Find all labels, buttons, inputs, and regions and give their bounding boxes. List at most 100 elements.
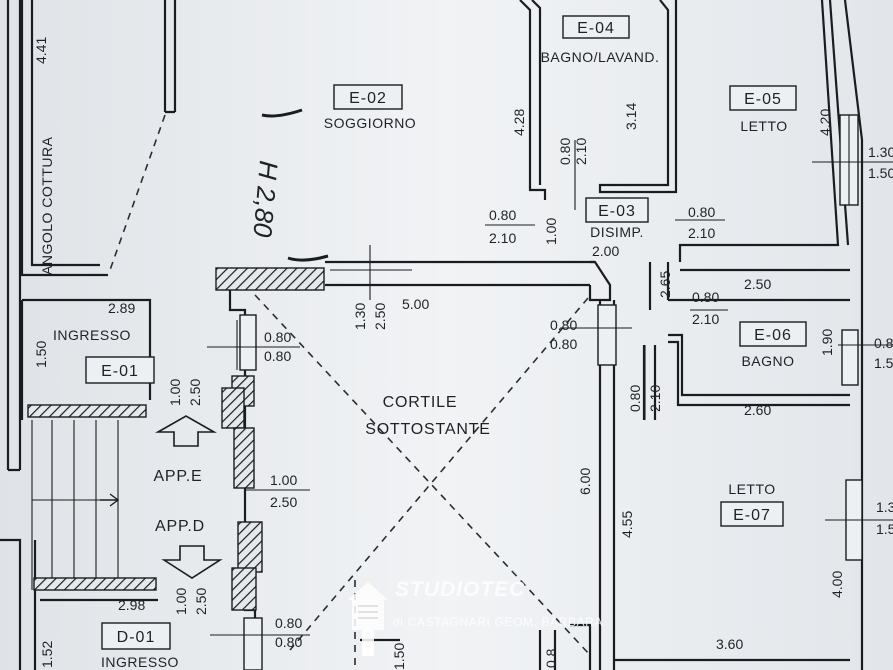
dim-sogg-window-w: 1.30 [352, 303, 368, 330]
room-code-box [585, 197, 649, 223]
studiotec-watermark: STUDIOTEC di CASTAGNARI GEOM. BARBARA [348, 578, 603, 656]
dim-600: 6.00 [577, 468, 593, 495]
dim-sogg-window-h: 2.50 [372, 303, 388, 330]
dim-e07-door-w: 0.80 [627, 385, 643, 412]
room-e01: INGRESSO E-01 [53, 327, 155, 384]
room-code-box [101, 622, 171, 650]
room-name: BAGNO [741, 353, 794, 369]
dimensions: 4.41 4.28 3.14 4.20 0.80 2.10 1.30 1.50 … [33, 37, 893, 670]
dim-window-b-w: 0.80 [550, 317, 577, 333]
room-name: BAGNO/LAVAND. [541, 49, 660, 65]
dim-mid-window-h: 2.50 [270, 494, 297, 510]
watermark-brand: STUDIOTEC [395, 578, 525, 601]
room-code-box [729, 85, 797, 111]
dim-190: 1.90 [819, 329, 835, 356]
dim-e07-door-h: 2.10 [647, 385, 663, 412]
dim-420: 4.20 [817, 109, 833, 136]
app-d-label: APP.D [155, 518, 205, 535]
app-e-label: APP.E [153, 468, 202, 485]
dim-260: 2.60 [744, 402, 771, 418]
entry-arrow-app-e [154, 415, 218, 447]
dim-window-c-w: 0.80 [275, 615, 302, 631]
room-name: LETTO [740, 118, 787, 134]
dim-mid-window-w: 1.00 [270, 472, 297, 488]
dim-app-d-door-w: 1.00 [173, 588, 189, 615]
dim-app-d-door-h: 2.50 [193, 588, 209, 615]
dim-window-a-w: 0.80 [264, 329, 291, 345]
courtyard-label: CORTILE [383, 394, 458, 411]
room-name: SOGGIORNO [324, 115, 416, 131]
room-name: DISIMP. [590, 224, 644, 240]
dim-app-e-door-h: 2.50 [187, 379, 203, 406]
room-code-box [562, 15, 630, 39]
dim-dis-door-w: 0.80 [688, 204, 715, 220]
room-code: D-01 [117, 629, 156, 646]
dim-265: 2.65 [657, 271, 673, 298]
dim-200: 2.00 [592, 243, 619, 259]
dim-letto-window-w: 1.30 [868, 144, 893, 160]
entry-arrow-app-d [161, 545, 223, 579]
dim-bagno-window-w: 0.80 [874, 335, 893, 351]
room-code-box [333, 84, 403, 110]
room-e02: E-02 SOGGIORNO [324, 84, 416, 131]
dim-e07-window-h: 1.5 [876, 521, 893, 537]
dim-360: 3.60 [716, 636, 743, 652]
courtyard-sublabel: SOTTOSTANTE [365, 421, 491, 438]
walls [0, 0, 864, 670]
room-code: E-01 [101, 363, 139, 380]
room-code-box [739, 321, 807, 347]
room-e03: E-03 DISIMP. [585, 197, 649, 240]
dim-314: 3.14 [623, 103, 639, 130]
kitchen-label: ANGOLO COTTURA [39, 136, 55, 275]
dim-bagno2-door-h: 2.10 [692, 311, 719, 327]
dim-100: 1.00 [543, 218, 559, 245]
stair-arrow [100, 493, 120, 507]
room-e04: E-04 BAGNO/LAVAND. [541, 15, 660, 65]
dim-app-e-door-w: 1.00 [167, 379, 183, 406]
room-code-box [85, 356, 155, 384]
dim-e07-window-w: 1.3 [876, 499, 893, 515]
dim-sogg-door-h: 2.10 [489, 230, 516, 246]
dim-window-b-h: 0.80 [550, 336, 577, 352]
room-d01: D-01 INGRESSO [101, 622, 179, 670]
room-code-box [720, 501, 784, 527]
dim-dis-door-h: 2.10 [688, 225, 715, 241]
height-note: H 2,80 [247, 159, 284, 238]
dim-152: 1.52 [39, 641, 55, 668]
watermark-line2: di CASTAGNARI GEOM. BARBARA [393, 615, 603, 629]
dim-window-a-h: 0.80 [264, 348, 291, 364]
dim-500: 5.00 [402, 296, 429, 312]
dim-letto-window-h: 1.50 [868, 165, 893, 181]
handwritten-strokes [261, 108, 329, 262]
dim-window-c-h: 0.80 [275, 634, 302, 650]
dim-150: 1.50 [33, 341, 49, 368]
room-e06: E-06 BAGNO [739, 321, 807, 369]
dim-455: 4.55 [619, 511, 635, 538]
dim-250: 2.50 [744, 276, 771, 292]
dim-150-bottom: 1.50 [391, 643, 407, 670]
dim-298: 2.98 [118, 597, 145, 613]
dimension-lines [207, 140, 893, 636]
room-code: E-04 [577, 20, 615, 37]
dim-289: 2.89 [108, 300, 135, 316]
house-logo-icon [348, 582, 388, 656]
dim-428: 4.28 [511, 109, 527, 136]
room-name: INGRESSO [53, 327, 131, 343]
room-code: E-02 [349, 90, 387, 107]
room-e07: LETTO E-07 [720, 481, 784, 527]
room-name: INGRESSO [101, 654, 179, 670]
dim-bagno-door-w: 0.80 [557, 138, 573, 165]
dim-400: 4.00 [829, 571, 845, 598]
room-e05: E-05 LETTO [729, 85, 797, 134]
dim-bagno-door-h: 2.10 [573, 138, 589, 165]
dim-08-bottom: 0.8 [543, 648, 559, 668]
room-code: E-07 [733, 507, 771, 524]
room-code: E-05 [744, 91, 782, 108]
dim-441: 4.41 [33, 37, 49, 64]
room-code: E-06 [754, 327, 792, 344]
dim-bagno2-door-w: 0.80 [692, 289, 719, 305]
dim-sogg-door-w: 0.80 [489, 207, 516, 223]
room-code: E-03 [598, 203, 636, 220]
dim-bagno-window-h: 1.50 [874, 355, 893, 371]
